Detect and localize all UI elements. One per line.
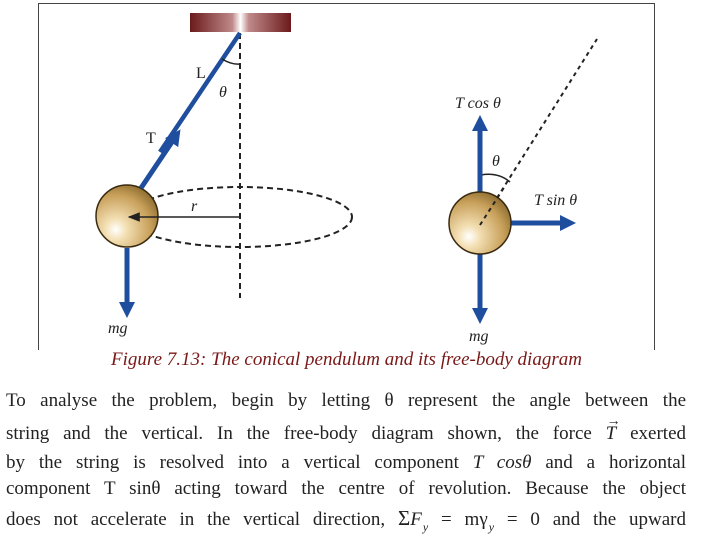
paragraph-line-3: by the string is resolved into a vertica… <box>6 450 686 476</box>
label-t-cos: T cos θ <box>455 95 501 112</box>
label-length: L <box>196 65 206 82</box>
line2-text-a: string and the vertical. In the free-bod… <box>6 423 606 444</box>
paragraph-line-4: component T sinθ acting toward the centr… <box>6 478 686 499</box>
line3-text-b: and a horizontal <box>531 452 686 473</box>
ceiling-support <box>190 13 291 32</box>
label-weight: mg <box>108 320 128 337</box>
paragraph-line-5: does not accelerate in the vertical dire… <box>6 502 686 535</box>
label-fbd-weight: mg <box>469 328 489 345</box>
line5-text-a: does not accelerate in the vertical dire… <box>6 509 399 530</box>
figure-caption: Figure 7.13: The conical pendulum and it… <box>111 349 582 370</box>
paragraph-line-1: To analyse the problem, begin by letting… <box>6 390 686 411</box>
figure-frame <box>38 3 655 350</box>
paragraph-line-2: string and the vertical. In the free-bod… <box>6 414 687 450</box>
line5-equation: = mγ <box>428 509 488 530</box>
line3-text-a: by the string is resolved into a vertica… <box>6 452 473 473</box>
label-fbd-angle: θ <box>492 153 500 170</box>
fbd-bob <box>448 191 512 255</box>
vector-arrow-icon: → <box>606 414 621 429</box>
line5-text-b: = 0 and the upward <box>494 509 687 530</box>
line2-text-b: exerted <box>616 423 687 444</box>
paragraph: To analyse the problem, begin by letting… <box>6 384 686 535</box>
fbd-angle-arc <box>480 173 511 183</box>
tension-vector: →T <box>605 414 621 450</box>
label-tension: T <box>146 130 156 147</box>
sigma-symbol: Σ <box>398 506 411 530</box>
tension-arrow <box>138 129 181 190</box>
force-symbol: F <box>410 509 422 530</box>
tension-vector-symbol: T <box>605 423 617 444</box>
subscript-y-2: y <box>488 520 495 534</box>
line3-vertical-component: T cosθ <box>472 452 532 473</box>
pendulum-string <box>158 31 242 154</box>
label-t-sin: T sin θ <box>534 192 577 209</box>
conical-pendulum-figure: L θ T r mg T cos θ θ T sin θ mg <box>38 3 655 350</box>
subscript-y-1: y <box>422 520 429 534</box>
label-angle: θ <box>219 84 227 101</box>
pendulum-bob <box>95 184 159 248</box>
angle-arc <box>221 58 241 65</box>
label-radius: r <box>191 198 198 215</box>
